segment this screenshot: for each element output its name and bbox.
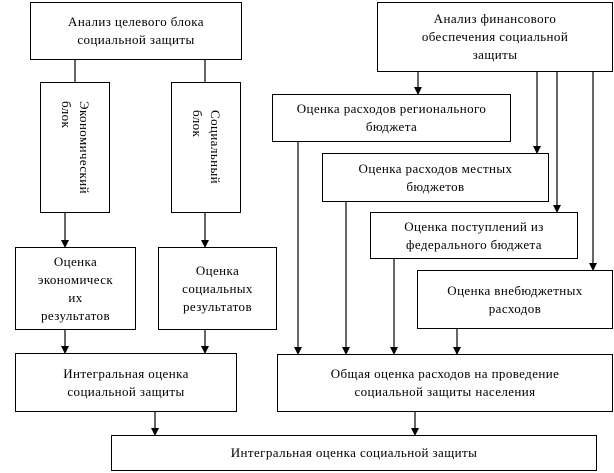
social-block-box: Социальный блок xyxy=(171,82,241,213)
federal-budget-label: Оценка поступлений из федерального бюдже… xyxy=(404,218,544,252)
local-budgets-box: Оценка расходов местных бюджетов xyxy=(322,153,549,202)
local-budgets-label: Оценка расходов местных бюджетов xyxy=(358,160,513,194)
economic-results-box: Оценка экономическ их результатов xyxy=(15,247,136,330)
economic-block-label: Экономический блок xyxy=(59,101,92,194)
target-analysis-box: Анализ целевого блока социальной защиты xyxy=(30,2,242,60)
offbudget-label: Оценка внебюджетных расходов xyxy=(447,282,583,316)
finance-analysis-box: Анализ финансового обеспечения социально… xyxy=(377,2,613,72)
social-block-label: Социальный блок xyxy=(190,110,223,185)
economic-block-box: Экономический блок xyxy=(40,82,110,213)
integral-social-box: Интегральная оценка социальной защиты xyxy=(15,353,237,412)
social-results-box: Оценка социальных результатов xyxy=(158,247,277,330)
finance-analysis-label: Анализ финансового обеспечения социально… xyxy=(421,11,569,62)
integral-social-label: Интегральная оценка социальной защиты xyxy=(63,365,189,399)
total-expenses-box: Общая оценка расходов на проведение соци… xyxy=(277,354,613,412)
final-integral-label: Интегральная оценка социальной защиты xyxy=(230,445,478,460)
target-analysis-label: Анализ целевого блока социальной защиты xyxy=(68,14,204,47)
regional-budget-label: Оценка расходов регионального бюджета xyxy=(296,101,487,134)
final-integral-box: Интегральная оценка социальной защиты xyxy=(111,435,597,471)
offbudget-box: Оценка внебюджетных расходов xyxy=(417,270,613,329)
economic-results-label: Оценка экономическ их результатов xyxy=(37,253,114,323)
total-expenses-label: Общая оценка расходов на проведение соци… xyxy=(330,366,560,399)
federal-budget-box: Оценка поступлений из федерального бюдже… xyxy=(370,212,578,259)
social-results-label: Оценка социальных результатов xyxy=(182,262,253,314)
regional-budget-box: Оценка расходов регионального бюджета xyxy=(272,94,511,142)
